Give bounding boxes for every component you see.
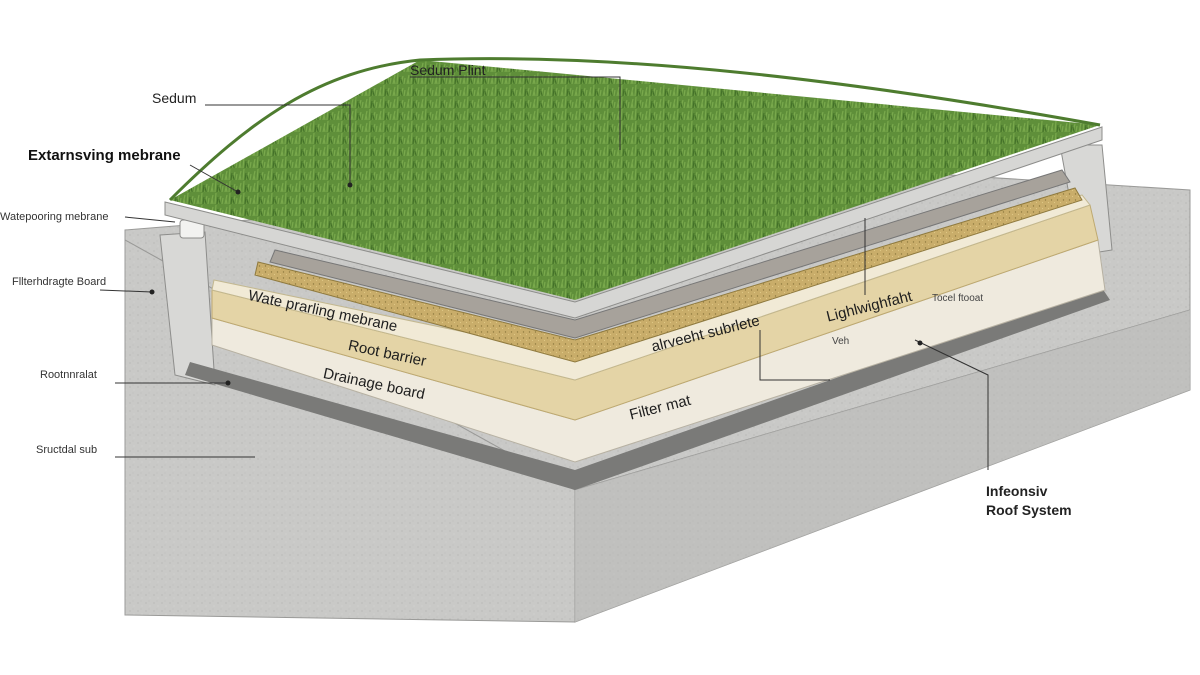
label-sedum: Sedum	[152, 90, 197, 106]
label-veh: Veh	[832, 336, 850, 347]
waterproofing-layer	[211, 194, 1091, 381]
bottom-membrane	[185, 285, 1110, 490]
system-title-line-1: Infeonsiv	[986, 483, 1048, 499]
substrate-layer	[254, 187, 1083, 363]
system-title: Infeonsiv Roof System	[986, 482, 1072, 520]
label-watepooring-membrane: Watepooring mebrane	[0, 211, 109, 223]
label-extarnsving-membrane: Extarnsving mebrane	[28, 147, 181, 164]
label-root-mat: Rootnnralat	[40, 369, 97, 381]
label-structural-slab: Sructdal sub	[36, 444, 98, 456]
leader-dots	[149, 182, 923, 386]
label-sedum-plint: Sedum Plint	[410, 62, 486, 78]
label-alternate-board: Fllterhdragte Board	[12, 276, 107, 288]
leader-lines	[99, 76, 989, 470]
label-top-right: Tocel ftooat	[932, 293, 984, 304]
system-title-line-2: Roof System	[986, 501, 1072, 518]
membrane-sheet	[269, 169, 1071, 339]
sedum-grass-top	[164, 57, 1103, 319]
